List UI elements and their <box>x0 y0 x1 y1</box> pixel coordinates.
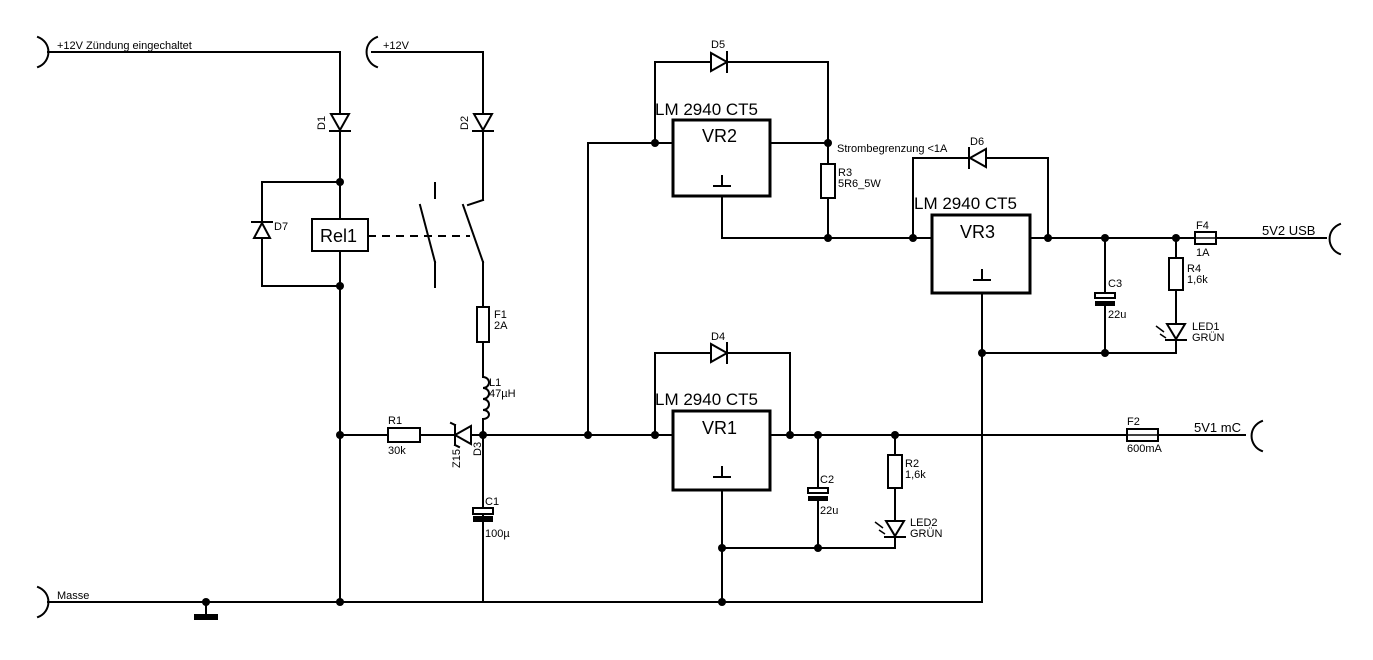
regulator-vr2: LM 2940 CT5 VR2 <box>655 100 772 198</box>
regulator-vr2-name: VR2 <box>702 126 737 146</box>
connector-mc-out: 5V1 mC <box>1194 419 1264 453</box>
resistor-r4: R4 1,6k <box>1168 257 1208 291</box>
fuse-f4-value: 1A <box>1196 247 1210 259</box>
resistor-r1-value: 30k <box>388 445 406 457</box>
diode-d7: D7 <box>251 220 288 239</box>
capacitor-c2-value: 22u <box>820 505 838 517</box>
connector-ground: Masse <box>36 585 89 619</box>
fuse-f1: F1 2A <box>476 306 508 343</box>
connector-usb-label: 5V2 USB <box>1262 223 1315 238</box>
connector-ignition: +12V Zündung eingechaltet <box>36 35 192 69</box>
resistor-r1: R1 30k <box>387 415 421 457</box>
zener-d3-label: D3 <box>472 442 484 456</box>
capacitor-c1: C1 100µ <box>472 496 510 540</box>
capacitor-c2: C2 22u <box>807 474 838 517</box>
regulator-vr3-part: LM 2940 CT5 <box>914 194 1017 213</box>
connector-usb-out: 5V2 USB <box>1262 222 1342 256</box>
regulator-vr1-part: LM 2940 CT5 <box>655 390 758 409</box>
led-led1-label: LED1 <box>1192 321 1220 333</box>
fuse-f1-label: F1 <box>494 309 507 321</box>
wires <box>47 51 1327 603</box>
regulator-vr1-name: VR1 <box>702 418 737 438</box>
zener-d3-value: Z15 <box>451 449 463 468</box>
inductor-l1-label: L1 <box>489 377 501 389</box>
junctions <box>202 139 1180 606</box>
diode-d7-label: D7 <box>274 221 288 233</box>
diode-d1-label: D1 <box>316 116 328 130</box>
regulator-vr1: LM 2940 CT5 VR1 <box>655 390 772 492</box>
connector-mc-label: 5V1 mC <box>1194 420 1241 435</box>
capacitor-c1-value: 100µ <box>485 528 510 540</box>
diode-d5-label: D5 <box>711 39 725 51</box>
fuse-f2-label: F2 <box>1127 416 1140 428</box>
capacitor-c3-label: C3 <box>1108 278 1122 290</box>
resistor-r3-value: 5R6_5W <box>838 178 881 190</box>
capacitor-c3-value: 22u <box>1108 309 1126 321</box>
diode-d2: D2 <box>459 113 494 133</box>
inductor-l1-value: 47µH <box>489 388 516 400</box>
resistor-r3-label: R3 <box>838 167 852 179</box>
diode-d6-label: D6 <box>970 136 984 148</box>
connector-battery: +12V <box>365 35 410 69</box>
resistor-r4-value: 1,6k <box>1187 274 1208 286</box>
led-led1: LED1 GRÜN <box>1155 321 1224 344</box>
relay-rel1-label: Rel1 <box>320 226 357 246</box>
diode-d6: D6 <box>967 136 987 169</box>
relay-rel1: Rel1 <box>311 182 485 288</box>
diode-d4-label: D4 <box>711 331 725 343</box>
inductor-l1: L1 47µH <box>481 375 516 421</box>
fuse-f4: F4 1A <box>1194 220 1217 259</box>
diode-d5: D5 <box>710 39 730 73</box>
fuse-f4-label: F4 <box>1196 220 1209 232</box>
regulator-vr3-name: VR3 <box>960 222 995 242</box>
resistor-r3: R3 5R6_5W <box>820 163 881 199</box>
capacitor-c3: C3 22u <box>1094 278 1126 321</box>
resistor-r2: R2 1,6k <box>887 454 926 489</box>
resistor-r2-value: 1,6k <box>905 469 926 481</box>
fuse-f2: F2 600mA <box>1126 416 1163 455</box>
regulator-vr3: LM 2940 CT5 VR3 <box>914 194 1032 295</box>
fuse-f1-value: 2A <box>494 320 508 332</box>
resistor-r2-label: R2 <box>905 458 919 470</box>
fuse-f2-value: 600mA <box>1127 443 1163 455</box>
zener-d3: D3 Z15 <box>449 421 484 468</box>
connector-ground-label: Masse <box>57 590 89 602</box>
led-led2-label: LED2 <box>910 517 938 529</box>
connector-battery-label: +12V <box>383 40 410 52</box>
led-led2-color: GRÜN <box>910 528 942 540</box>
current-limit-note: Strombegrenzung <1A <box>837 143 948 155</box>
diode-d1: D1 <box>316 113 351 133</box>
diode-d2-label: D2 <box>459 116 471 130</box>
capacitor-c1-label: C1 <box>485 496 499 508</box>
connector-ignition-label: +12V Zündung eingechaltet <box>57 40 192 52</box>
resistor-r1-label: R1 <box>388 415 402 427</box>
capacitor-c2-label: C2 <box>820 474 834 486</box>
led-led1-color: GRÜN <box>1192 332 1224 344</box>
diode-d4: D4 <box>710 331 730 364</box>
regulator-vr2-part: LM 2940 CT5 <box>655 100 758 119</box>
resistor-r4-label: R4 <box>1187 263 1201 275</box>
led-led2: LED2 GRÜN <box>874 517 942 540</box>
